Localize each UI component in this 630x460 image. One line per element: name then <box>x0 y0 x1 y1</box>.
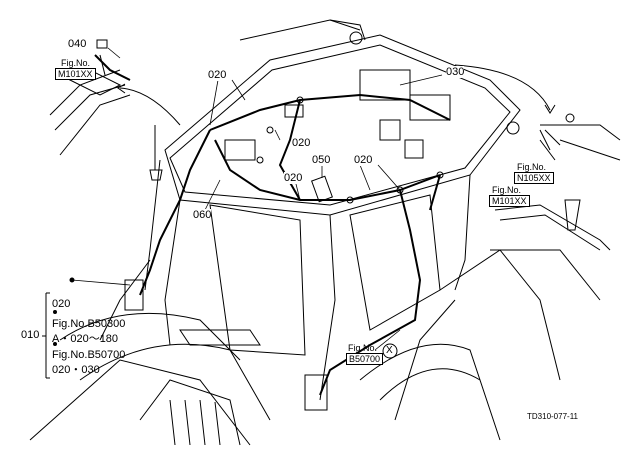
callout-050: 050 <box>312 154 331 166</box>
fig-ref-number: M101XX <box>55 68 96 80</box>
callout-030: 030 <box>446 66 465 78</box>
fig-ref-caption: Fig.No. <box>517 162 547 172</box>
callout-020-left: 020 <box>284 172 303 184</box>
drawing-code: TD310-077-11 <box>527 412 578 421</box>
tractor-body <box>29 312 501 446</box>
components <box>124 31 520 411</box>
roof-detail-right <box>494 113 621 251</box>
legend-line-2: Fig.No.B50300 <box>52 318 126 330</box>
x-marker: X <box>386 345 393 356</box>
x-marker-circle <box>382 343 398 359</box>
fig-ref-bottom-center: Fig.No. B50700 <box>346 343 384 365</box>
callout-020-mid2: 020 <box>354 154 373 166</box>
fig-ref-number: N105XX <box>514 172 554 184</box>
legend-line-3: A・020～180 <box>52 333 119 345</box>
legend-bracket <box>42 277 75 379</box>
callout-060: 060 <box>193 209 212 221</box>
callout-020-mid: 020 <box>292 137 311 149</box>
pointer-arrows <box>117 64 556 126</box>
callout-020-top: 020 <box>208 69 227 81</box>
callout-040: 040 <box>68 38 87 50</box>
cab-frame <box>99 159 601 421</box>
fig-ref-right-lower: Fig.No. M101XX <box>489 185 530 207</box>
fig-ref-caption: Fig.No. <box>348 343 378 353</box>
fig-ref-right-upper: Fig.No. N105XX <box>514 162 554 184</box>
legend-line-5: 020・030 <box>52 364 100 376</box>
fig-ref-top-left: Fig.No. M101XX <box>55 58 96 80</box>
legend-group-number: 010 <box>21 329 40 341</box>
leader-lines <box>71 47 443 351</box>
cab-roof <box>164 19 521 216</box>
wire-harness <box>94 54 451 396</box>
fig-ref-number: M101XX <box>489 195 530 207</box>
antenna <box>149 125 163 181</box>
legend-line-1: 020 <box>52 298 71 310</box>
fig-ref-caption: Fig.No. <box>61 58 91 68</box>
fig-ref-caption: Fig.No. <box>492 185 522 195</box>
roof-detail-left <box>49 39 131 156</box>
fig-ref-number: B50700 <box>346 353 384 365</box>
legend-line-4: Fig.No.B50700 <box>52 349 126 361</box>
